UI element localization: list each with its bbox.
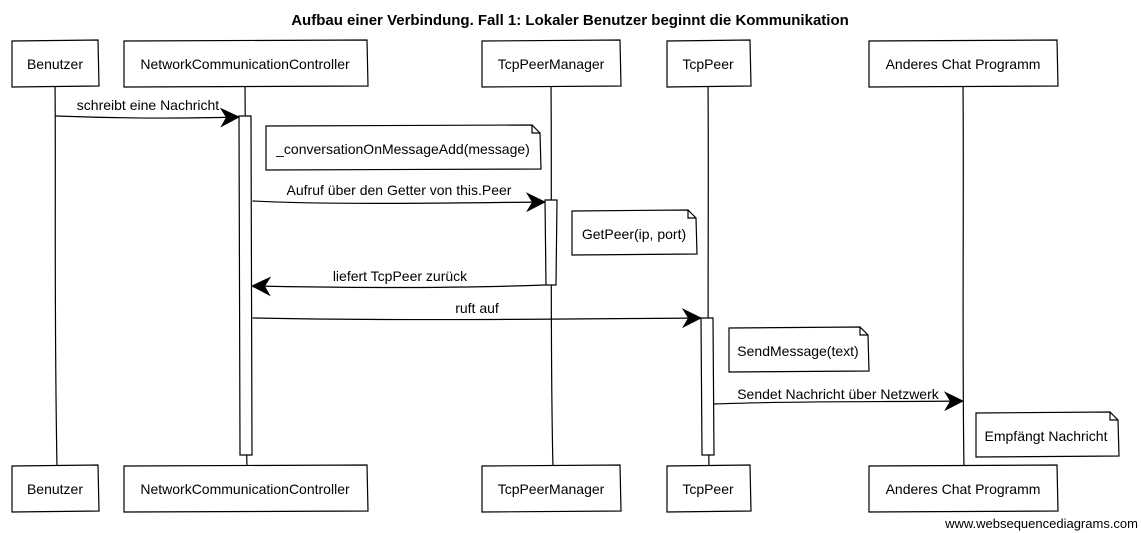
note-tpm: GetPeer(ip, port) bbox=[571, 209, 698, 256]
message-label: Aufruf über den Getter von this.Peer bbox=[287, 182, 512, 198]
lifeline-chat bbox=[962, 81, 965, 469]
note-text: GetPeer(ip, port) bbox=[582, 226, 686, 242]
message-1: schreibt eine Nachricht bbox=[55, 97, 240, 128]
credit-text: www.websequencediagrams.com bbox=[944, 516, 1138, 531]
participant-label: TcpPeerManager bbox=[498, 56, 605, 72]
message-label: liefert TcpPeer zurück bbox=[333, 268, 468, 284]
participant-bottom-benutzer: Benutzer bbox=[11, 464, 100, 513]
participant-bottom-tpm: TcpPeerManager bbox=[481, 464, 622, 513]
note-chat: Empfängt Nachricht bbox=[975, 411, 1120, 458]
participant-label: TcpPeer bbox=[682, 481, 734, 497]
participant-top-tcppeer: TcpPeer bbox=[666, 39, 752, 88]
message-label: Sendet Nachricht über Netzwerk bbox=[737, 386, 940, 402]
participant-label: NetworkCommunicationController bbox=[140, 56, 350, 72]
message-5: Sendet Nachricht über Netzwerk bbox=[713, 386, 964, 412]
note-text: _conversationOnMessageAdd(message) bbox=[275, 141, 530, 157]
participant-label: Anderes Chat Programm bbox=[886, 56, 1041, 72]
participant-bottom-ncc: NetworkCommunicationController bbox=[123, 464, 369, 513]
message-label: ruft auf bbox=[455, 300, 499, 316]
note-ncc: _conversationOnMessageAdd(message) bbox=[265, 124, 542, 171]
participant-top-benutzer: Benutzer bbox=[11, 39, 100, 88]
participant-label: Anderes Chat Programm bbox=[886, 481, 1041, 497]
note-text: Empfängt Nachricht bbox=[985, 428, 1108, 444]
participant-top-tpm: TcpPeerManager bbox=[481, 39, 622, 88]
lifeline-benutzer bbox=[54, 81, 58, 469]
participant-top-ncc: NetworkCommunicationController bbox=[123, 39, 369, 88]
note-text: SendMessage(text) bbox=[737, 343, 858, 359]
diagram-title: Aufbau einer Verbindung. Fall 1: Lokaler… bbox=[291, 12, 849, 29]
participant-label: NetworkCommunicationController bbox=[140, 481, 350, 497]
participant-label: TcpPeerManager bbox=[498, 481, 605, 497]
participant-label: Benutzer bbox=[27, 56, 83, 72]
activation-ncc bbox=[238, 115, 253, 456]
message-4: ruft auf bbox=[252, 300, 702, 329]
participant-bottom-tcppeer: TcpPeer bbox=[666, 464, 752, 513]
message-2: Aufruf über den Getter von this.Peer bbox=[252, 182, 546, 213]
note-tcppeer: SendMessage(text) bbox=[728, 326, 870, 373]
participant-label: Benutzer bbox=[27, 481, 83, 497]
participant-label: TcpPeer bbox=[682, 56, 734, 72]
message-label: schreibt eine Nachricht bbox=[77, 97, 220, 113]
message-3: liefert TcpPeer zurück bbox=[251, 268, 546, 297]
activation-tpm bbox=[544, 199, 558, 286]
participant-top-chat: Anderes Chat Programm bbox=[868, 39, 1059, 88]
participant-bottom-chat: Anderes Chat Programm bbox=[868, 464, 1059, 513]
activation-tcppeer bbox=[700, 317, 715, 456]
